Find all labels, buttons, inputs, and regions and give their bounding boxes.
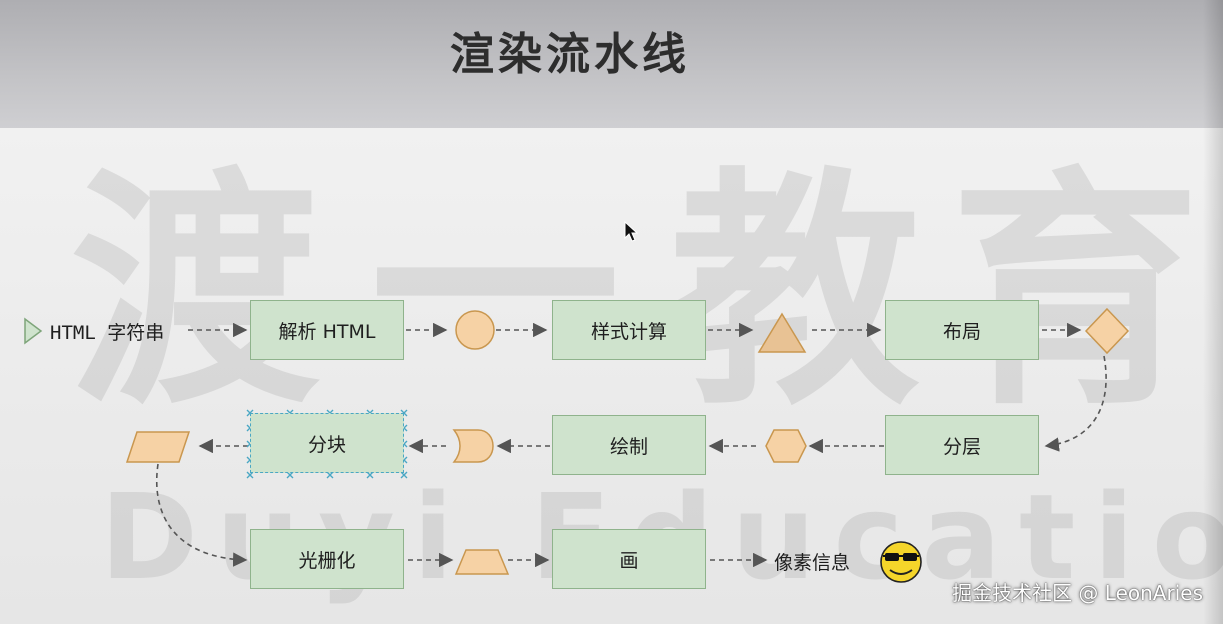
footer-credit: 掘金技术社区 @ LeonAries (952, 581, 1203, 605)
circle-shape-icon (455, 310, 495, 350)
end-label: 像素信息 (774, 552, 851, 574)
header-band (0, 0, 1223, 128)
arrow-diamond-to-layering (1044, 355, 1107, 452)
step-style-calc: 样式计算 (552, 300, 706, 360)
triangle-shape-icon (757, 312, 807, 353)
page-title: 渲染流水线 (450, 29, 690, 80)
step-tiling: 分块 (250, 413, 404, 473)
right-edge-shadow (1203, 0, 1223, 624)
parallelogram-shape-icon (125, 431, 191, 463)
d-shape-icon (452, 429, 494, 463)
step-parse-html: 解析 HTML (250, 300, 404, 360)
step-paint: 绘制 (552, 415, 706, 475)
start-label: HTML 字符串 (50, 322, 165, 344)
step-draw: 画 (552, 529, 706, 589)
cursor-icon (624, 221, 638, 242)
diamond-shape-icon (1084, 307, 1130, 355)
step-layering: 分层 (885, 415, 1039, 475)
watermark-cn-char: 渡 (70, 147, 320, 438)
start-triangle-icon (24, 317, 43, 345)
step-raster: 光栅化 (250, 529, 404, 589)
watermark-cn-char: 教 (670, 147, 920, 438)
watermark-cn-char: 育 (950, 147, 1200, 438)
trapezoid-shape-icon (454, 549, 510, 575)
watermark-cn-char: 一 (370, 147, 620, 438)
sunglasses-emoji-icon (880, 541, 922, 583)
step-layout: 布局 (885, 300, 1039, 360)
arrow-parallelogram-to-raster (156, 463, 248, 567)
hexagon-shape-icon (765, 429, 807, 463)
